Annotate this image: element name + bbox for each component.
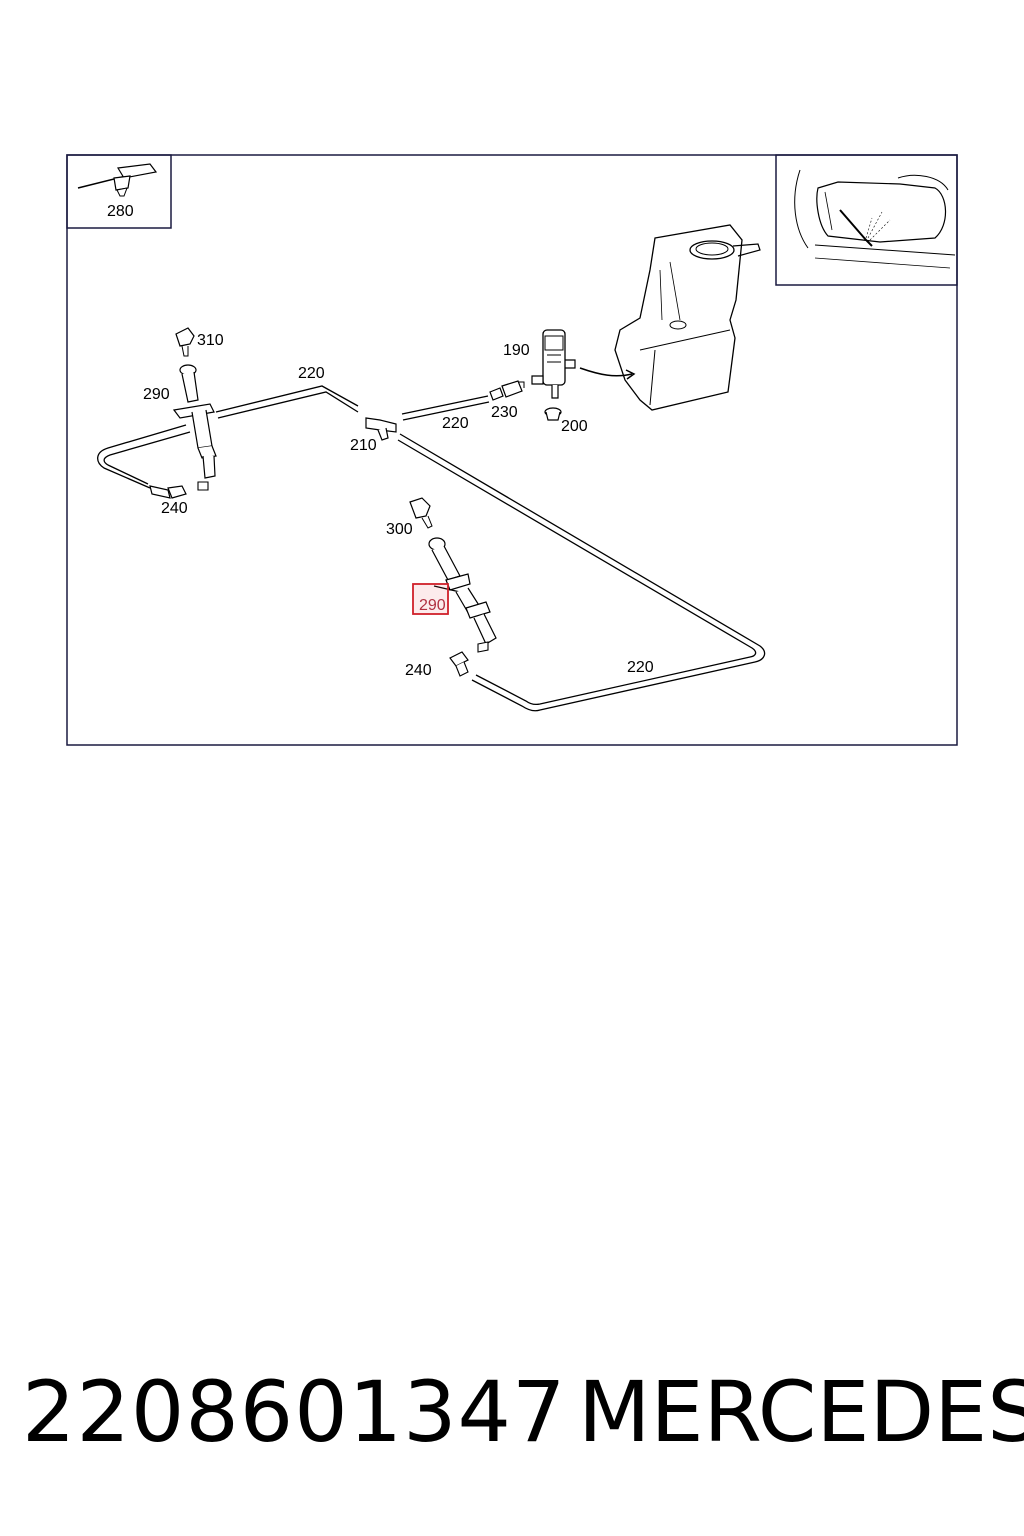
hose-220-left xyxy=(215,385,359,419)
nozzle-bottom xyxy=(409,497,497,677)
footer: 2208601347 MERCEDES xyxy=(0,1370,1024,1470)
hose-connector-230 xyxy=(489,380,525,401)
washer-pump xyxy=(531,329,576,399)
callout-220-mid: 220 xyxy=(442,415,469,432)
callout-290-highlighted[interactable]: 290 xyxy=(419,597,446,614)
brand-name: MERCEDES xyxy=(578,1363,1024,1461)
callout-240-bottom: 240 xyxy=(405,662,432,679)
hose-220-mid xyxy=(401,395,490,421)
callout-240-left: 240 xyxy=(161,500,188,517)
parts-diagram: 280 xyxy=(66,154,958,746)
callout-310: 310 xyxy=(197,332,224,349)
pump-grommet xyxy=(544,407,562,421)
nozzle-left xyxy=(149,327,217,499)
callout-220-top: 220 xyxy=(298,365,325,382)
callout-210: 210 xyxy=(350,437,377,454)
callout-300: 300 xyxy=(386,521,413,538)
callout-230: 230 xyxy=(491,404,518,421)
callout-290-left: 290 xyxy=(143,386,170,403)
washer-reservoir xyxy=(579,224,761,411)
diagram-frame xyxy=(66,154,958,746)
part-number: 2208601347 xyxy=(22,1363,567,1461)
inset-headlamp xyxy=(775,154,958,286)
callout-200: 200 xyxy=(561,418,588,435)
highlight-box-290 xyxy=(412,583,449,615)
hose-220-left-loop xyxy=(97,424,191,489)
inset-clip-280: 280 xyxy=(66,154,172,229)
t-connector-210 xyxy=(365,417,397,441)
hose-220-bottom xyxy=(397,433,766,712)
callout-220-bottom: 220 xyxy=(627,659,654,676)
callout-280: 280 xyxy=(107,203,134,220)
callout-190: 190 xyxy=(503,342,530,359)
